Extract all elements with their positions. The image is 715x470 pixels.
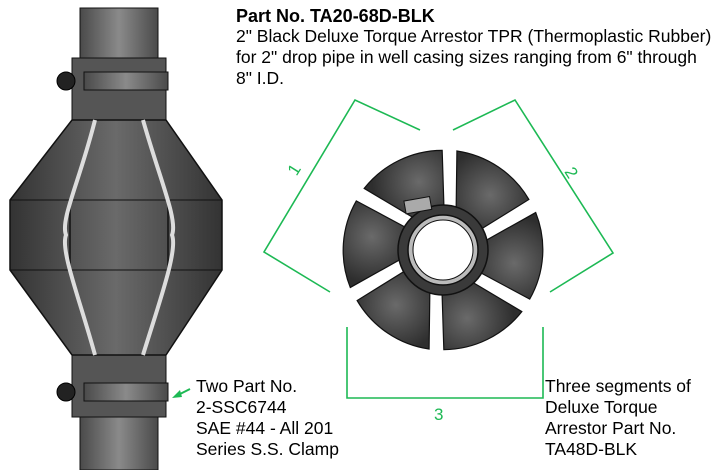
segment-note: Three segments of Deluxe Torque Arrestor… bbox=[545, 376, 691, 460]
clamp-note-line: SAE #44 - All 201 bbox=[196, 418, 334, 438]
segment-note-line: TA48D-BLK bbox=[545, 439, 638, 459]
clamp-note-line: Series S.S. Clamp bbox=[196, 439, 339, 459]
clamp-note-line: 2-SSC6744 bbox=[196, 397, 287, 417]
top-clamp-screw-icon bbox=[56, 71, 76, 91]
segment-note-line: Arrestor Part No. bbox=[545, 418, 677, 438]
top-view-figure bbox=[342, 149, 544, 351]
part-number-title: Part No. TA20-68D-BLK bbox=[236, 6, 435, 26]
clamp-note: Two Part No. 2-SSC6744 SAE #44 - All 201… bbox=[196, 376, 339, 460]
segment-note-line: Three segments of bbox=[545, 376, 691, 396]
arrestor-body bbox=[9, 119, 223, 356]
clamp-note-line: Two Part No. bbox=[196, 376, 298, 396]
segment-note-line: Deluxe Torque bbox=[545, 397, 658, 417]
segment-label-3: 3 bbox=[434, 405, 444, 424]
part-description: 2" Black Deluxe Torque Arrestor TPR (The… bbox=[236, 26, 712, 88]
dimension-brackets bbox=[262, 98, 615, 399]
clamp-screw-icon bbox=[403, 195, 433, 215]
bottom-clamp-screw-icon bbox=[56, 382, 76, 402]
bottom-clamp-band bbox=[83, 382, 169, 402]
pipe-bore bbox=[412, 219, 474, 281]
side-view-figure bbox=[9, 7, 223, 470]
top-clamp-band bbox=[83, 71, 169, 91]
